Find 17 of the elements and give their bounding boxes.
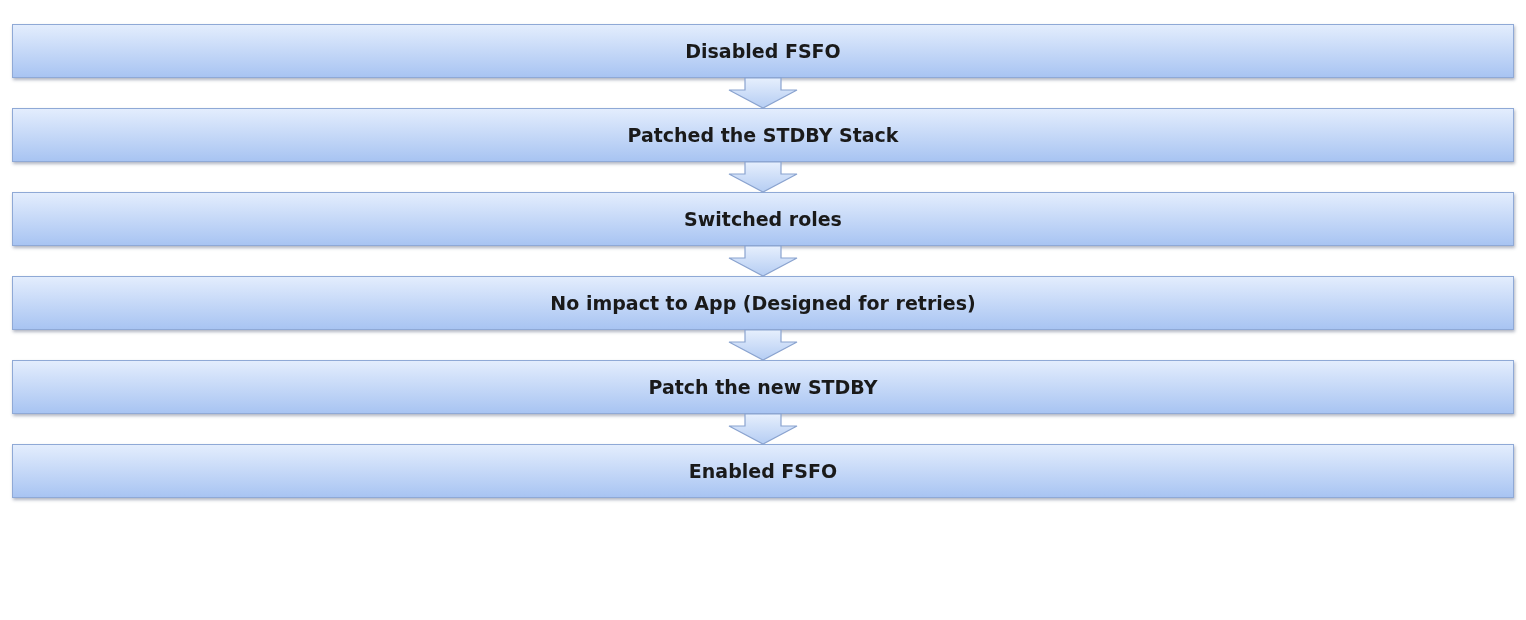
- step-label: Patched the STDBY Stack: [627, 124, 899, 146]
- step-label: Switched roles: [684, 208, 842, 230]
- down-arrow: [728, 77, 798, 109]
- process-box: [12, 360, 1514, 414]
- down-arrow: [728, 329, 798, 361]
- process-box: [12, 192, 1514, 246]
- down-arrow: [728, 413, 798, 445]
- down-arrow: [728, 161, 798, 193]
- process-box: [12, 276, 1514, 330]
- down-arrow: [728, 245, 798, 277]
- process-box: [12, 108, 1514, 162]
- process-box: [12, 444, 1514, 498]
- step-label: No impact to App (Designed for retries): [550, 292, 976, 314]
- step-label: Enabled FSFO: [688, 460, 838, 482]
- process-box: [12, 24, 1514, 78]
- step-label: Disabled FSFO: [685, 40, 841, 62]
- step-label: Patch the new STDBY: [648, 376, 878, 398]
